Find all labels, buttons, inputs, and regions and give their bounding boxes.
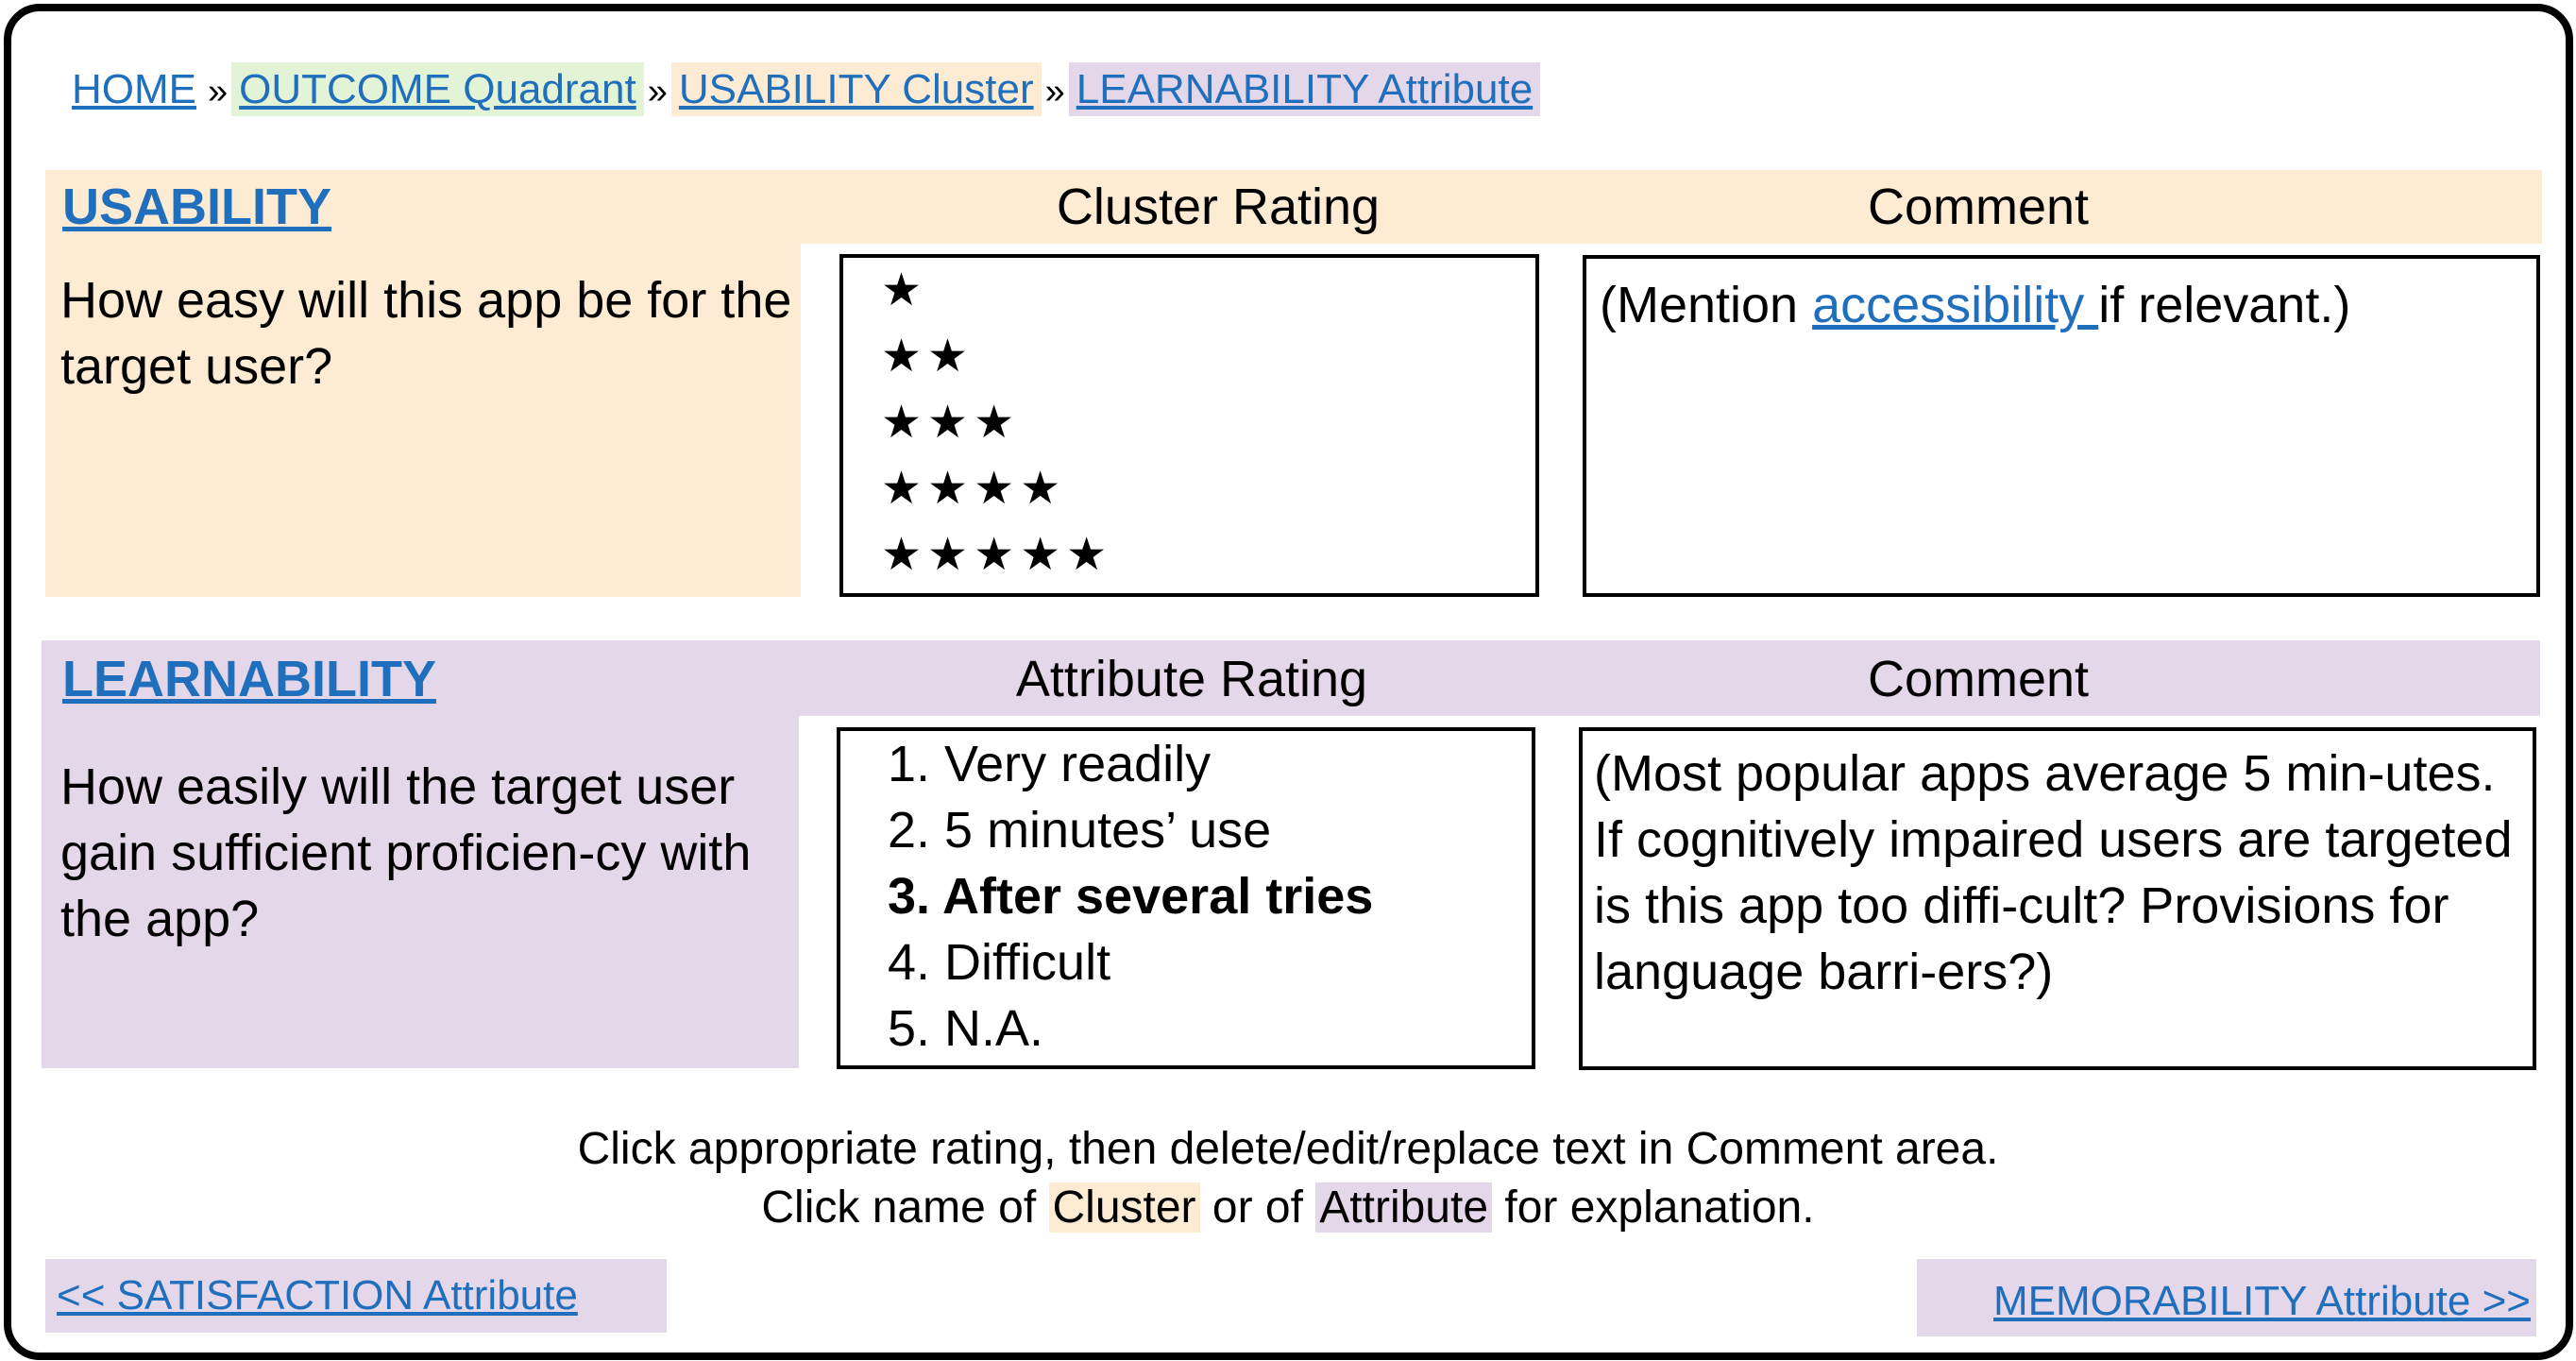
breadcrumb-learnability-attribute[interactable]: LEARNABILITY Attribute (1068, 62, 1541, 116)
breadcrumb-home[interactable]: HOME (72, 66, 196, 112)
cluster-comment-prefix: (Mention (1600, 277, 1813, 333)
attribute-comment-area[interactable]: (Most popular apps average 5 min-utes. I… (1579, 727, 2536, 1070)
cluster-question: How easy will this app be for the target… (60, 272, 792, 395)
attribute-header-bar (42, 640, 2540, 716)
accessibility-link[interactable]: accessibility (1812, 277, 2099, 333)
rating-2-stars[interactable]: ★★ (881, 332, 974, 382)
rating-1-star[interactable]: ★ (881, 265, 928, 315)
cluster-highlight: Cluster (1048, 1182, 1200, 1233)
cluster-header-bar (45, 170, 2542, 244)
breadcrumb-separator: » (1044, 72, 1065, 111)
breadcrumb-usability-cluster[interactable]: USABILITY Cluster (670, 62, 1042, 116)
rating-4-stars[interactable]: ★★★★ (881, 464, 1067, 514)
attribute-comment-header: Comment (1867, 651, 2090, 707)
attribute-rating-header: Attribute Rating (1015, 651, 1368, 707)
cluster-question-panel (45, 244, 801, 597)
breadcrumb-separator: » (208, 72, 229, 111)
attribute-name-link[interactable]: LEARNABILITY (62, 651, 436, 707)
next-attribute-button[interactable]: MEMORABILITY Attribute >> (1917, 1259, 2536, 1336)
rating-5-stars[interactable]: ★★★★★ (881, 530, 1113, 580)
prev-attribute-button[interactable]: << SATISFACTION Attribute (45, 1259, 667, 1333)
cluster-comment-header: Comment (1867, 179, 2090, 235)
breadcrumb-outcome-quadrant[interactable]: OUTCOME Quadrant (231, 62, 644, 116)
attribute-rating-box: 1. Very readily 2. 5 minutes’ use 3. Aft… (837, 727, 1535, 1069)
breadcrumb: HOME»OUTCOME Quadrant»USABILITY Cluster»… (64, 60, 1541, 121)
instruction-text: Click name of (761, 1182, 1049, 1233)
instruction-text: for explanation. (1492, 1182, 1815, 1233)
instruction-line-1: Click appropriate rating, then delete/ed… (577, 1124, 1999, 1174)
instruction-text: or of (1199, 1182, 1316, 1233)
cluster-rating-box: ★ ★★ ★★★ ★★★★ ★★★★★ (839, 254, 1539, 597)
instruction-line-2: Click name of Cluster or of Attribute fo… (0, 1179, 2576, 1237)
rating-option-after-several-tries[interactable]: 3. After several tries (888, 868, 1374, 925)
cluster-rating-header: Cluster Rating (1056, 179, 1381, 235)
attribute-question-panel (42, 716, 799, 1068)
rating-option-na[interactable]: 5. N.A. (888, 1000, 1044, 1057)
prev-attribute-link[interactable]: << SATISFACTION Attribute (57, 1272, 578, 1318)
cluster-comment-area[interactable]: (Mention accessibility if relevant.) (1583, 255, 2540, 597)
next-attribute-link[interactable]: MEMORABILITY Attribute >> (1993, 1278, 2531, 1324)
cluster-comment-suffix: if relevant.) (2098, 277, 2351, 333)
rating-3-stars[interactable]: ★★★ (881, 398, 1021, 448)
breadcrumb-separator: » (647, 72, 668, 111)
cluster-name-link[interactable]: USABILITY (62, 179, 332, 235)
rating-option-difficult[interactable]: 4. Difficult (888, 934, 1111, 991)
attribute-question: How easily will the target user gain suf… (60, 758, 752, 947)
attribute-highlight: Attribute (1315, 1182, 1493, 1233)
rating-option-5-minutes[interactable]: 2. 5 minutes’ use (888, 802, 1272, 859)
rating-option-very-readily[interactable]: 1. Very readily (888, 736, 1212, 792)
